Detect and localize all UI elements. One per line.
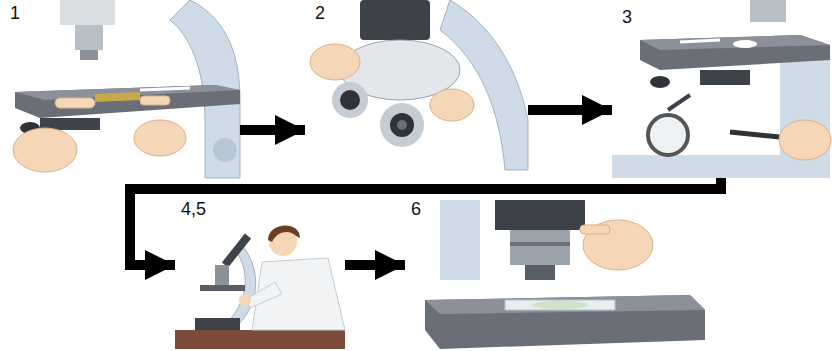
step-number: 3: [620, 8, 634, 28]
step-panel: 1: [2, 2, 240, 178]
step-arrow: [130, 178, 721, 265]
step-number: 1: [8, 4, 22, 24]
panel-three-drawing: [612, 0, 831, 178]
step-arrow: [345, 260, 405, 270]
step-arrow: [528, 105, 612, 115]
step-panel: 2: [305, 2, 528, 178]
step-panel: 6: [405, 200, 705, 349]
step-panel: 3: [612, 2, 830, 178]
panel-six-drawing: [425, 200, 705, 349]
panel-four-five-drawing: [175, 225, 345, 349]
step-number: 4,5: [179, 200, 208, 220]
step-panel: 4,5: [175, 200, 345, 349]
step-arrow: [240, 125, 305, 135]
panel-two-drawing: [310, 0, 528, 170]
step-number: 2: [313, 4, 327, 24]
panel-one-drawing: [13, 0, 240, 178]
step-number: 6: [409, 200, 423, 220]
